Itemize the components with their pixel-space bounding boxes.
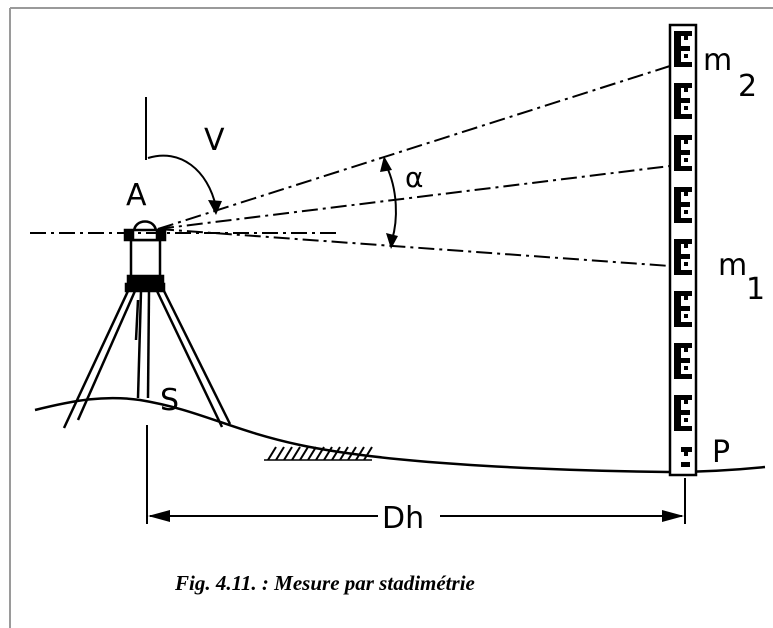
staff-graduation [684, 348, 688, 352]
staff-graduation [681, 462, 690, 467]
zenith-arrowhead [208, 200, 222, 215]
label-m2-base: m [703, 43, 732, 78]
staff-graduation [674, 291, 681, 327]
sight-line-m2 [157, 65, 671, 230]
staff-graduation [684, 296, 688, 300]
staff-graduation [684, 106, 688, 110]
staff-graduation [681, 150, 690, 155]
staff-graduation [674, 343, 681, 379]
theodolite [123, 220, 167, 286]
dh-arrow-left [148, 510, 170, 522]
label-v: V [204, 123, 225, 158]
staff-graduation [681, 291, 692, 296]
staff-graduation [681, 374, 692, 379]
staff-graduation [684, 158, 688, 162]
label-m2: m [703, 43, 732, 78]
figure-caption: Fig. 4.11. : Mesure par stadimétrie [174, 571, 475, 595]
ground-line [34, 396, 766, 474]
staff-graduation [684, 210, 688, 214]
staff-graduation [681, 447, 692, 452]
staff-graduation [681, 358, 690, 363]
staff-graduation [684, 452, 688, 456]
staff-graduation [681, 98, 690, 103]
staff-graduation [674, 395, 681, 431]
staff-graduation [681, 239, 692, 244]
dimension-line-dh [150, 478, 686, 524]
label-m2-sub: 2 [738, 69, 757, 104]
staff-graduation [681, 83, 692, 88]
zenith-angle [145, 97, 217, 208]
staff-graduation [681, 135, 692, 140]
staff-graduation [681, 343, 692, 348]
sight-line-m1 [157, 228, 671, 267]
staff-graduation [684, 54, 688, 58]
staff-graduation [681, 166, 692, 171]
staff-graduation [681, 270, 692, 275]
staff-graduation [684, 418, 688, 422]
sight-lines [157, 65, 671, 267]
dh-arrow-right [662, 510, 684, 522]
staff-graduation [681, 114, 692, 119]
staff-graduation [674, 31, 681, 67]
alpha-arrow-top [380, 156, 392, 172]
ground-hatching [264, 446, 373, 461]
label-dh: Dh [382, 501, 424, 536]
staff-graduation [681, 62, 692, 67]
staff-graduation [684, 192, 688, 196]
label-alpha: α [405, 161, 423, 194]
label-s: S [160, 383, 179, 418]
staff-graduation [681, 254, 690, 259]
staff-graduation [681, 306, 690, 311]
staff-graduation [681, 395, 692, 400]
staff-graduation [681, 202, 690, 207]
staff-graduation [684, 88, 688, 92]
staff-graduation [674, 187, 681, 223]
staff-graduation [681, 426, 692, 431]
alpha-arrow-bottom [386, 233, 398, 249]
staff-graduation [681, 322, 692, 327]
staff-graduation [684, 366, 688, 370]
staff-graduation [684, 314, 688, 318]
sight-line-middle [157, 165, 671, 230]
leveling-staff [668, 23, 698, 477]
staff-graduation [681, 187, 692, 192]
label-a: A [126, 178, 147, 213]
staff-graduation [681, 31, 692, 36]
label-m1: m [718, 248, 747, 283]
staff-graduation [674, 135, 681, 171]
staff-graduation [684, 244, 688, 248]
staff-graduation [674, 239, 681, 275]
staff-graduation [681, 218, 692, 223]
staff-graduation [681, 410, 690, 415]
label-m1-sub: 1 [746, 272, 765, 307]
staff-graduation [674, 83, 681, 119]
label-p: P [712, 435, 730, 470]
alpha-angle [385, 164, 397, 241]
staff-graduation [684, 36, 688, 40]
staff-graduation [684, 262, 688, 266]
frame [9, 7, 773, 628]
staff-graduation [681, 46, 690, 51]
staff-graduation [684, 140, 688, 144]
tripod [62, 282, 232, 429]
staff-graduation [684, 400, 688, 404]
